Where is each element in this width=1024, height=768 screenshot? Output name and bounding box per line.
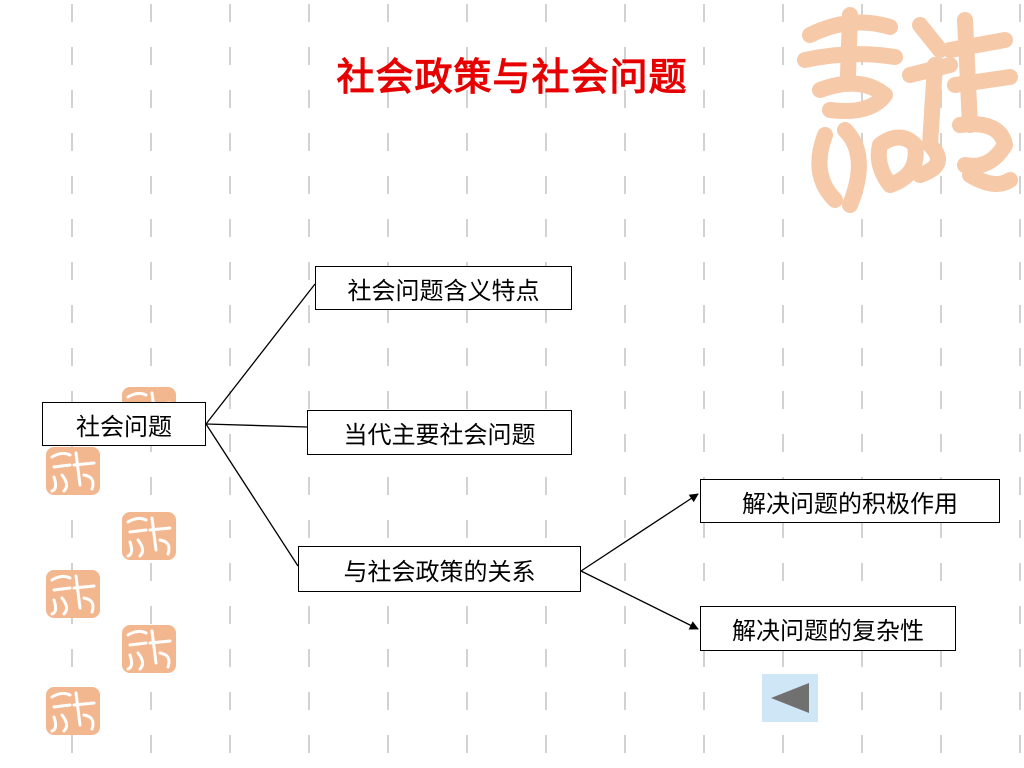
seal-stamp-icon (122, 512, 176, 560)
node-positive-role: 解决问题的积极作用 (700, 479, 1000, 523)
node-complexity: 解决问题的复杂性 (700, 606, 956, 651)
back-button[interactable] (762, 674, 818, 722)
page-title: 社会政策与社会问题 (336, 54, 688, 99)
node-current-problems: 当代主要社会问题 (307, 410, 572, 455)
left-triangle-icon (771, 683, 809, 713)
seal-stamp-icon (46, 687, 100, 735)
calligraphy-watermark-icon (797, 7, 1018, 213)
seal-stamp-icon (46, 570, 100, 618)
seal-stamp-icon (122, 625, 176, 673)
node-policy-relation: 与社会政策的关系 (298, 546, 581, 592)
link-root-meaning (205, 283, 316, 425)
arrow-relation-complex (580, 570, 699, 630)
arrow-relation-positive (580, 493, 699, 572)
node-social-problems: 社会问题 (42, 402, 206, 446)
seal-stamp-icon (46, 447, 100, 495)
link-root-relation (205, 423, 299, 567)
link-root-current (205, 423, 308, 428)
node-meaning-features: 社会问题含义特点 (315, 266, 572, 310)
